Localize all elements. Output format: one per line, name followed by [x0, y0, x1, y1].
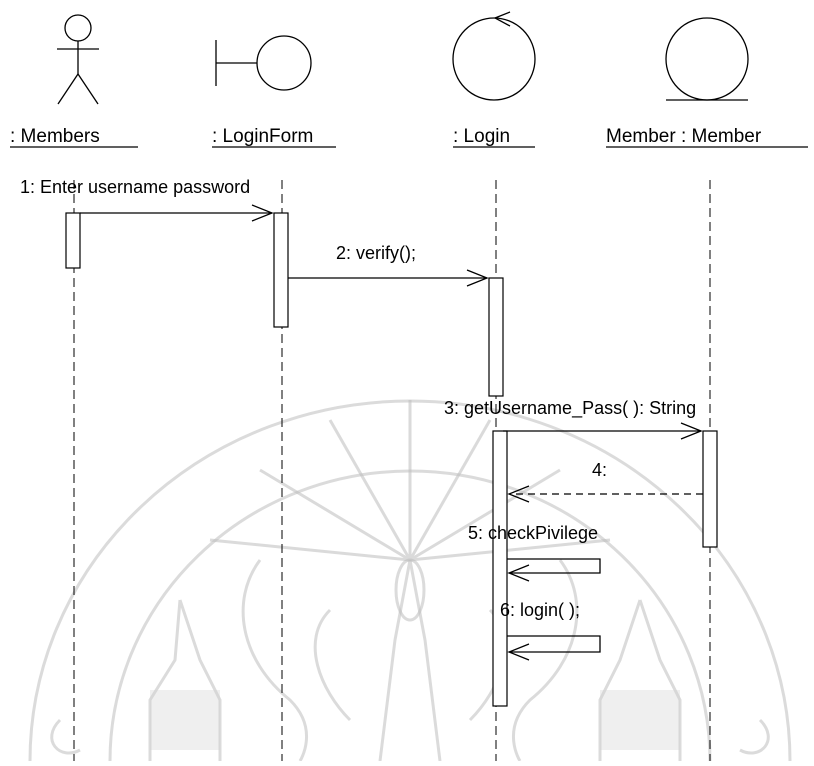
object-label-members: : Members	[10, 126, 100, 147]
message-3: 3: getUsername_Pass( ): String	[444, 398, 703, 440]
message-6-label: 6: login( );	[500, 600, 580, 620]
object-label-loginform: : LoginForm	[212, 126, 313, 147]
message-2: 2: verify();	[288, 243, 489, 287]
message-4-return: 4:	[507, 460, 703, 503]
message-1: 1: Enter username password	[20, 177, 274, 222]
actor-icon	[57, 14, 99, 105]
message-2-label: 2: verify();	[336, 243, 416, 263]
message-5-label: 5: checkPivilege	[468, 523, 598, 543]
boundary-icon	[215, 35, 312, 91]
message-4-label: 4:	[592, 460, 607, 480]
activation-members	[65, 212, 81, 269]
activation-loginform	[273, 212, 289, 328]
message-6-self: 6: login( );	[500, 600, 601, 661]
entity-icon	[665, 17, 749, 101]
message-3-label: 3: getUsername_Pass( ): String	[444, 398, 696, 419]
activation-login-2	[492, 430, 508, 707]
activation-login-1	[488, 277, 504, 397]
object-label-login: : Login	[453, 126, 510, 147]
message-1-label: 1: Enter username password	[20, 177, 250, 197]
message-5-self: 5: checkPivilege	[468, 523, 601, 582]
object-label-member: Member : Member	[606, 126, 762, 147]
activation-member	[702, 430, 718, 548]
control-icon	[452, 11, 536, 101]
university-emblem-watermark-icon	[28, 399, 792, 762]
